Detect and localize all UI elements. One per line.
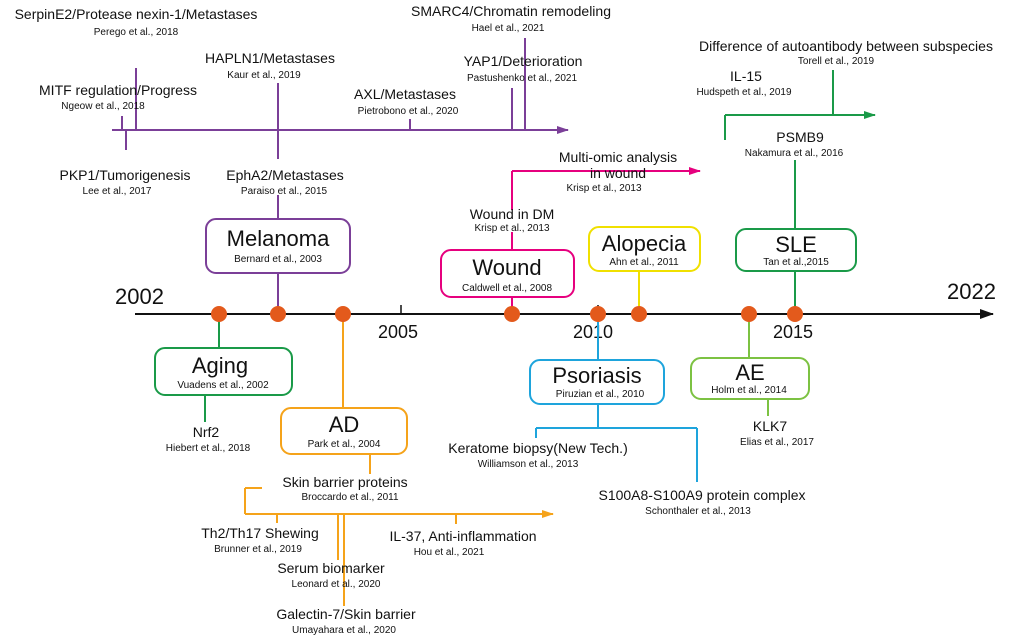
melanoma-cite: Bernard et al., 2003: [234, 254, 322, 265]
sle-cite: Tan et al.,2015: [763, 257, 829, 268]
psmb9-cite: Nakamura et al., 2016: [745, 148, 844, 159]
melanoma-box: [205, 218, 351, 274]
ad-cite: Park et al., 2004: [308, 439, 381, 450]
pkp1-cite: Lee et al., 2017: [83, 186, 152, 197]
hapln1-label: HAPLN1/Metastases: [205, 50, 335, 66]
multiomic-label-1: Multi-omic analysis: [559, 149, 677, 165]
dot-aging: [211, 306, 227, 322]
yap1-label: YAP1/Deterioration: [464, 53, 583, 69]
wound-cite: Caldwell et al., 2008: [462, 283, 552, 294]
sle-title: SLE: [775, 232, 817, 257]
epha2-cite: Paraiso et al., 2015: [241, 186, 328, 197]
il15-cite: Hudspeth et al., 2019: [696, 87, 792, 98]
epha2-label: EphA2/Metastases: [226, 167, 344, 183]
autoantibody-cite: Torell et al., 2019: [798, 56, 875, 67]
melanoma-title: Melanoma: [227, 226, 330, 251]
aging-cite: Vuadens et al., 2002: [177, 380, 269, 391]
il15-label: IL-15: [730, 68, 762, 84]
mitf-label: MITF regulation/Progress: [39, 82, 197, 98]
wound-title: Wound: [472, 255, 541, 280]
alopecia-box: [588, 226, 701, 272]
psoriasis-cite: Piruzian et al., 2010: [556, 389, 645, 400]
keratome-label: Keratome biopsy(New Tech.): [448, 440, 627, 456]
nrf2-label: Nrf2: [193, 424, 220, 440]
dot-ae: [741, 306, 757, 322]
th2-label: Th2/Th17 Shewing: [201, 525, 319, 541]
psmb9-label: PSMB9: [776, 129, 824, 145]
dot-alopecia: [631, 306, 647, 322]
timeline-dots: [211, 306, 803, 322]
nrf2-cite: Hiebert et al., 2018: [166, 443, 251, 454]
year-2005-label: 2005: [378, 322, 418, 342]
wound-box: [440, 249, 575, 298]
s100-cite: Schonthaler et al., 2013: [645, 506, 751, 517]
klk7-cite: Elias et al., 2017: [740, 437, 814, 448]
skinbarrier-label: Skin barrier proteins: [282, 474, 407, 490]
smarc4-cite: Hael et al., 2021: [472, 23, 545, 34]
klk7-label: KLK7: [753, 418, 787, 434]
ad-title: AD: [329, 412, 360, 437]
serum-label: Serum biomarker: [277, 560, 385, 576]
skinbarrier-cite: Broccardo et al., 2011: [301, 492, 399, 503]
autoantibody-label: Difference of autoantibody between subsp…: [699, 38, 993, 54]
multiomic-cite: Krisp et al., 2013: [566, 183, 641, 194]
alopecia-title: Alopecia: [602, 231, 687, 256]
aging-title: Aging: [192, 353, 248, 378]
il37-label: IL-37, Anti-inflammation: [389, 528, 536, 544]
ae-cite: Holm et al., 2014: [711, 385, 787, 396]
hapln1-cite: Kaur et al., 2019: [227, 70, 301, 81]
smarc4-label: SMARC4/Chromatin remodeling: [411, 3, 611, 19]
axl-cite: Pietrobono et al., 2020: [358, 106, 459, 117]
th2-cite: Brunner et al., 2019: [214, 544, 302, 555]
ae-box: [690, 357, 810, 400]
sle-branch: [724, 70, 876, 314]
year-2015-label: 2015: [773, 322, 813, 342]
sle-box: [735, 228, 857, 272]
year-2002-label: 2002: [115, 284, 164, 309]
axl-label: AXL/Metastases: [354, 86, 456, 102]
year-2022-label: 2022: [947, 279, 996, 304]
main-timeline: 2002 2005 2010 2015 2022: [115, 279, 996, 342]
wounddm-label: Wound in DM: [470, 206, 555, 222]
alopecia-cite: Ahn et al., 2011: [609, 257, 679, 268]
serpine2-label: SerpinE2/Protease nexin-1/Metastases: [15, 6, 258, 22]
keratome-cite: Williamson et al., 2013: [478, 459, 579, 470]
mitf-cite: Ngeow et al., 2018: [61, 101, 145, 112]
dot-wound: [504, 306, 520, 322]
psoriasis-title: Psoriasis: [552, 363, 641, 388]
galectin-label: Galectin-7/Skin barrier: [276, 606, 416, 622]
serpine2-cite: Perego et al., 2018: [94, 27, 179, 38]
serum-cite: Leonard et al., 2020: [292, 579, 381, 590]
ad-box: [280, 407, 408, 455]
multiomic-label-2: in wound: [590, 165, 646, 181]
dot-melanoma: [270, 306, 286, 322]
year-2010-label: 2010: [573, 322, 613, 342]
s100-label: S100A8-S100A9 protein complex: [598, 487, 805, 503]
wound-branch: [511, 167, 701, 314]
ad-branch: [244, 314, 554, 606]
dot-psoriasis: [590, 306, 606, 322]
yap1-cite: Pastushenko et al., 2021: [467, 73, 578, 84]
melanoma-branch: [112, 38, 569, 314]
galectin-cite: Umayahara et al., 2020: [292, 625, 396, 636]
aging-box: [154, 347, 293, 396]
dot-ad: [335, 306, 351, 322]
pkp1-label: PKP1/Tumorigenesis: [60, 167, 191, 183]
psoriasis-box: [529, 359, 665, 405]
ae-title: AE: [735, 360, 764, 385]
il37-cite: Hou et al., 2021: [414, 547, 485, 558]
wounddm-cite: Krisp et al., 2013: [474, 223, 549, 234]
dot-sle: [787, 306, 803, 322]
